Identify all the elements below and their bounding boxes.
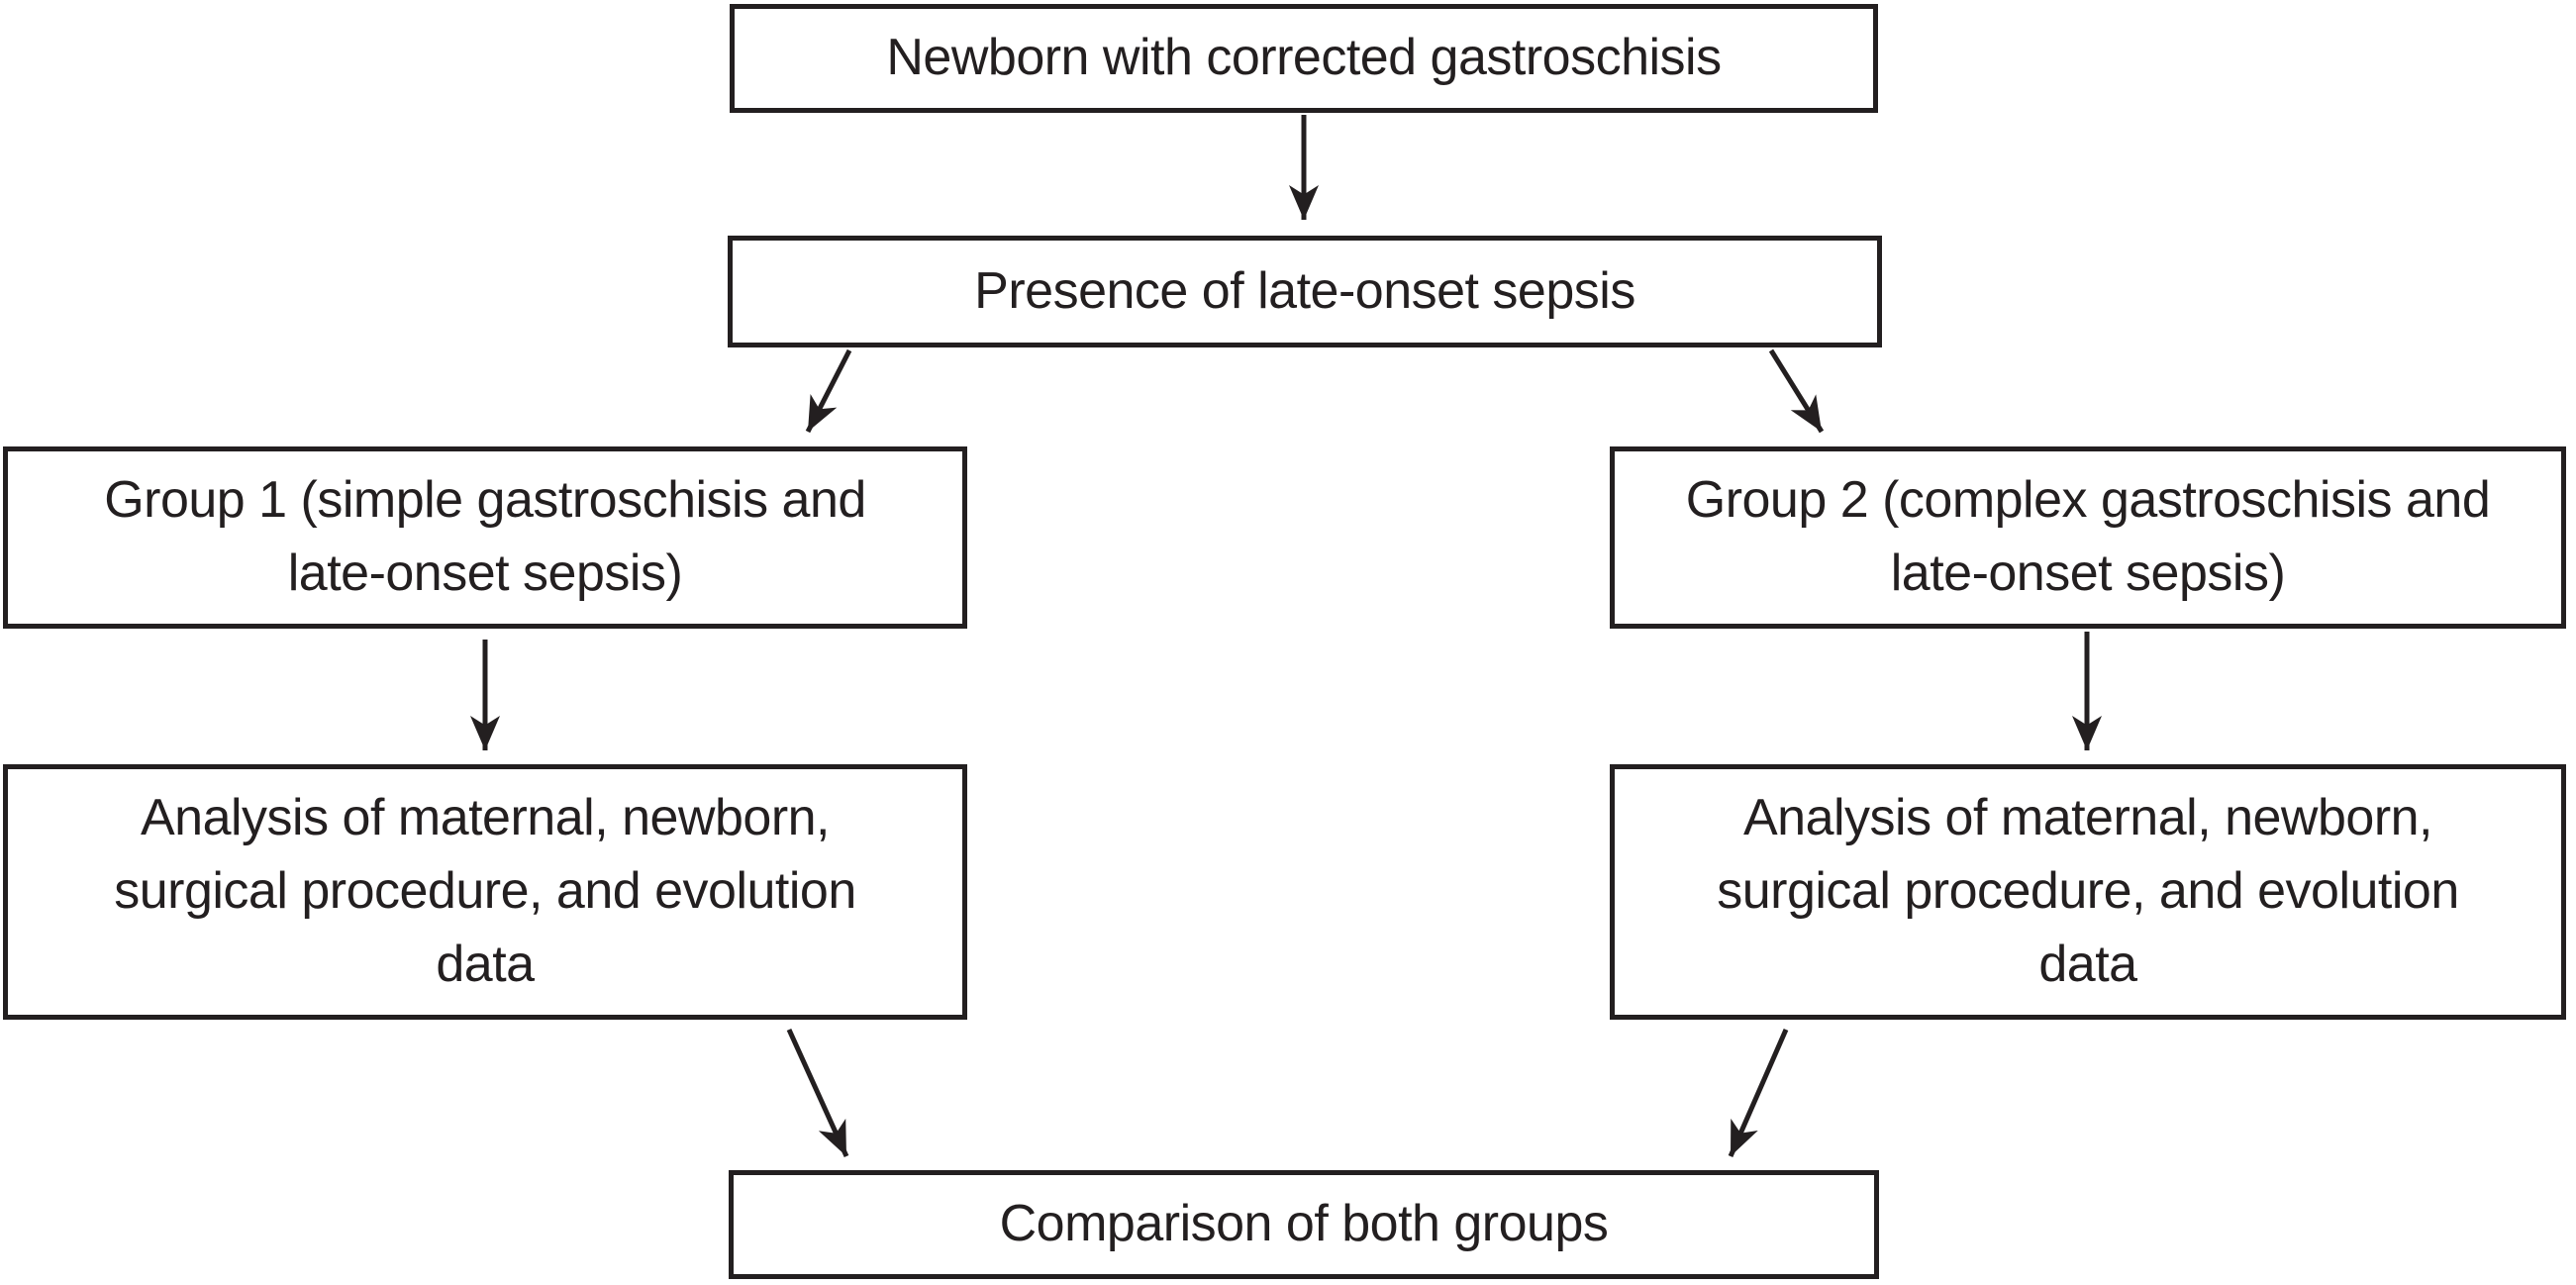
node-newborn-with-corrected-gastroschisis: Newborn with corrected gastroschisis (730, 4, 1878, 113)
node-label-line: data (2038, 935, 2137, 993)
node-label-line: data (436, 935, 535, 993)
node-label: Comparison of both groups (1000, 1188, 1609, 1261)
node-label-line: Presence of late-onset sepsis (974, 261, 1635, 320)
node-label-line: Analysis of maternal, newborn, (1742, 789, 2433, 847)
node-label: Analysis of maternal, newborn, surgical … (114, 782, 856, 1001)
node-label-line: late-onset sepsis) (1890, 544, 2286, 602)
node-comparison-of-both-groups: Comparison of both groups (729, 1170, 1879, 1279)
node-label-line: surgical procedure, and evolution (1717, 862, 2459, 921)
arrow-analysis1-to-comparison (786, 1028, 849, 1158)
node-label: Analysis of maternal, newborn, surgical … (1717, 782, 2459, 1001)
node-label-line: Comparison of both groups (999, 1195, 1609, 1253)
arrow-sepsis-to-group2 (1768, 348, 1825, 434)
node-analysis-data-group-2: Analysis of maternal, newborn, surgical … (1610, 764, 2566, 1020)
arrow-sepsis-to-group1 (805, 348, 852, 434)
node-group-1-simple-gastroschisis: Group 1 (simple gastroschisis and late-o… (3, 446, 967, 629)
arrow-analysis2-to-comparison (1728, 1028, 1789, 1158)
node-group-2-complex-gastroschisis: Group 2 (complex gastroschisis and late-… (1610, 446, 2566, 629)
node-label-line: Analysis of maternal, newborn, (140, 789, 831, 847)
node-label-line: Newborn with corrected gastroschisis (886, 29, 1722, 87)
node-label: Group 2 (complex gastroschisis and late-… (1686, 464, 2491, 611)
node-label-line: Group 2 (complex gastroschisis and (1685, 471, 2491, 530)
node-label: Newborn with corrected gastroschisis (886, 22, 1722, 95)
node-presence-of-late-onset-sepsis: Presence of late-onset sepsis (728, 236, 1882, 347)
node-analysis-data-group-1: Analysis of maternal, newborn, surgical … (3, 764, 967, 1020)
node-label-line: Group 1 (simple gastroschisis and (104, 471, 866, 530)
node-label-line: surgical procedure, and evolution (114, 862, 856, 921)
node-label-line: late-onset sepsis) (287, 544, 683, 602)
node-label: Group 1 (simple gastroschisis and late-o… (104, 464, 866, 611)
node-label: Presence of late-onset sepsis (974, 255, 1635, 329)
